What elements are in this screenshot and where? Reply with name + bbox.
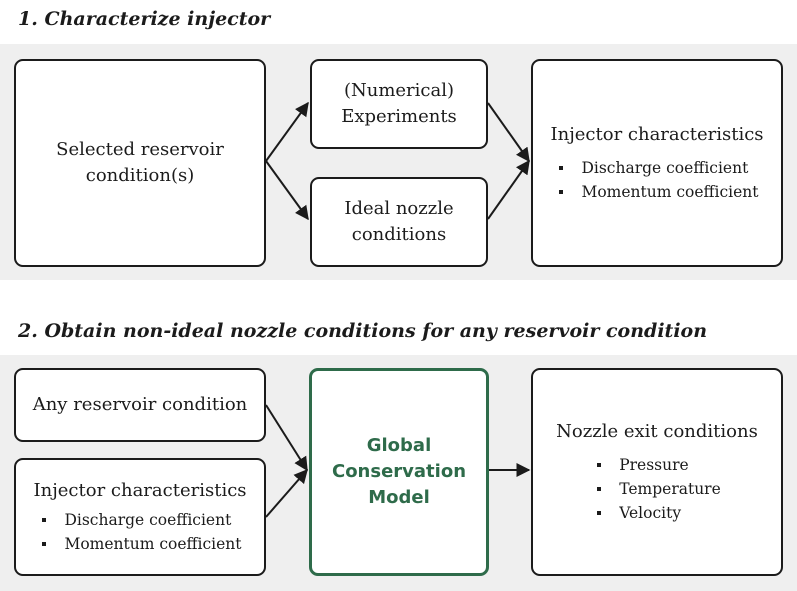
list-item: Discharge coefficient: [555, 156, 758, 180]
arrow-reservoir-to-experiments: [265, 101, 309, 162]
ideal-nozzle-line2: conditions: [351, 224, 447, 245]
list-item: Velocity: [593, 501, 721, 525]
arrow-ideal-to-injector: [487, 159, 530, 220]
global-conservation-model-box: Global Conservation Model: [309, 368, 489, 576]
nozzle-exit-conditions-box: Nozzle exit conditions Pressure Temperat…: [531, 368, 783, 576]
experiments-line1: (Numerical): [343, 79, 455, 101]
nozzle-exit-list: Pressure Temperature Velocity: [593, 453, 721, 525]
arrow-experiments-to-injector: [487, 102, 530, 163]
injector-characteristics-list-1: Discharge coefficient Momentum coefficie…: [555, 156, 759, 204]
section1-heading: 1. Characterize injector: [18, 8, 271, 30]
injector-characteristics-list-2: Discharge coefficient Momentum coefficie…: [38, 508, 242, 556]
arrow-reservoir-to-ideal: [265, 160, 309, 221]
any-reservoir-box: Any reservoir condition: [14, 368, 266, 442]
injector-characteristics-box-1: Injector characteristics Discharge coeff…: [531, 59, 783, 267]
injector-characteristics-title-1: Injector characteristics: [550, 123, 764, 145]
nozzle-exit-title: Nozzle exit conditions: [556, 420, 758, 442]
experiments-line2: Experiments: [341, 106, 457, 127]
injector-characteristics-box-2: Injector characteristics Discharge coeff…: [14, 458, 266, 576]
model-line3: Model: [368, 487, 430, 509]
selected-reservoir-line1: Selected reservoir: [56, 138, 224, 160]
arrow-any-reservoir-to-model: [265, 404, 308, 472]
model-line2: Conservation: [331, 460, 467, 482]
any-reservoir-label: Any reservoir condition: [32, 393, 248, 415]
section2-heading: 2. Obtain non-ideal nozzle conditions fo…: [18, 320, 708, 342]
arrow-injector-to-model: [265, 468, 308, 518]
injector-characteristics-title-2: Injector characteristics: [33, 479, 247, 501]
selected-reservoir-line2: condition(s): [85, 165, 195, 186]
experiments-box: (Numerical) Experiments: [310, 59, 488, 149]
model-line1: Global: [366, 434, 432, 456]
list-item: Momentum coefficient: [555, 180, 759, 204]
ideal-nozzle-line1: Ideal nozzle: [344, 197, 454, 219]
list-item: Momentum coefficient: [38, 532, 242, 556]
selected-reservoir-box: Selected reservoir condition(s): [14, 59, 266, 267]
list-item: Pressure: [593, 453, 721, 477]
ideal-nozzle-box: Ideal nozzle conditions: [310, 177, 488, 267]
list-item: Temperature: [593, 477, 721, 501]
list-item: Discharge coefficient: [38, 508, 241, 532]
